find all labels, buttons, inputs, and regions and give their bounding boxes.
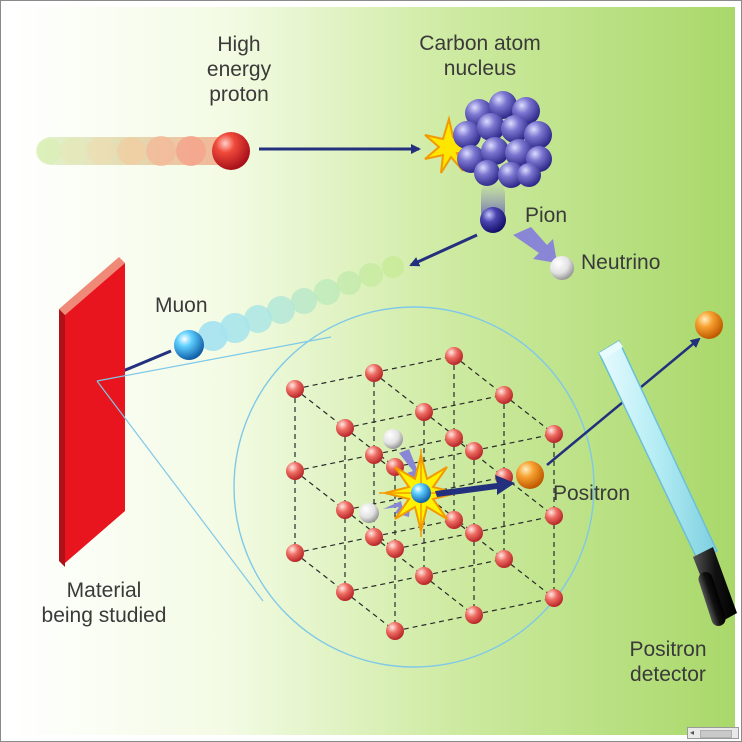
magnified-view-circle bbox=[233, 306, 595, 668]
label-high-energy-proton: High energy proton bbox=[206, 33, 272, 106]
label-positron-detector: Positron detector bbox=[629, 638, 707, 686]
scrollbar-thumb[interactable] bbox=[700, 730, 732, 738]
horizontal-scrollbar[interactable]: ◂ bbox=[687, 727, 739, 739]
scroll-left-arrow-icon[interactable]: ◂ bbox=[690, 728, 695, 737]
white-particle-lower bbox=[359, 503, 379, 523]
label-pion: Pion bbox=[525, 204, 568, 227]
label-material-being-studied: Material being studied bbox=[41, 579, 167, 627]
white-particle-upper bbox=[383, 429, 403, 449]
detected-positron bbox=[695, 311, 723, 339]
muon bbox=[174, 330, 204, 360]
zoom-line-bottom bbox=[96, 380, 264, 602]
positron-detector bbox=[598, 339, 737, 626]
positron-emission-arrow bbox=[435, 475, 515, 497]
pion bbox=[480, 207, 506, 233]
pion-to-muon-arrow bbox=[409, 233, 478, 267]
carbon-nucleus bbox=[453, 91, 552, 188]
proton-trail bbox=[36, 136, 233, 166]
label-neutrino: Neutrino bbox=[581, 251, 661, 274]
muon-trail bbox=[198, 256, 404, 351]
neutrino bbox=[550, 256, 574, 280]
label-muon: Muon bbox=[155, 294, 208, 317]
label-positron: Positron bbox=[553, 482, 631, 505]
material-slab bbox=[59, 257, 125, 567]
neutrino-arrow bbox=[513, 227, 557, 263]
label-carbon-atom-nucleus: Carbon atom nucleus bbox=[419, 32, 541, 80]
proton bbox=[212, 132, 250, 170]
stopped-muon bbox=[411, 483, 431, 503]
positron bbox=[516, 461, 544, 489]
zoom-line-top bbox=[96, 336, 332, 382]
